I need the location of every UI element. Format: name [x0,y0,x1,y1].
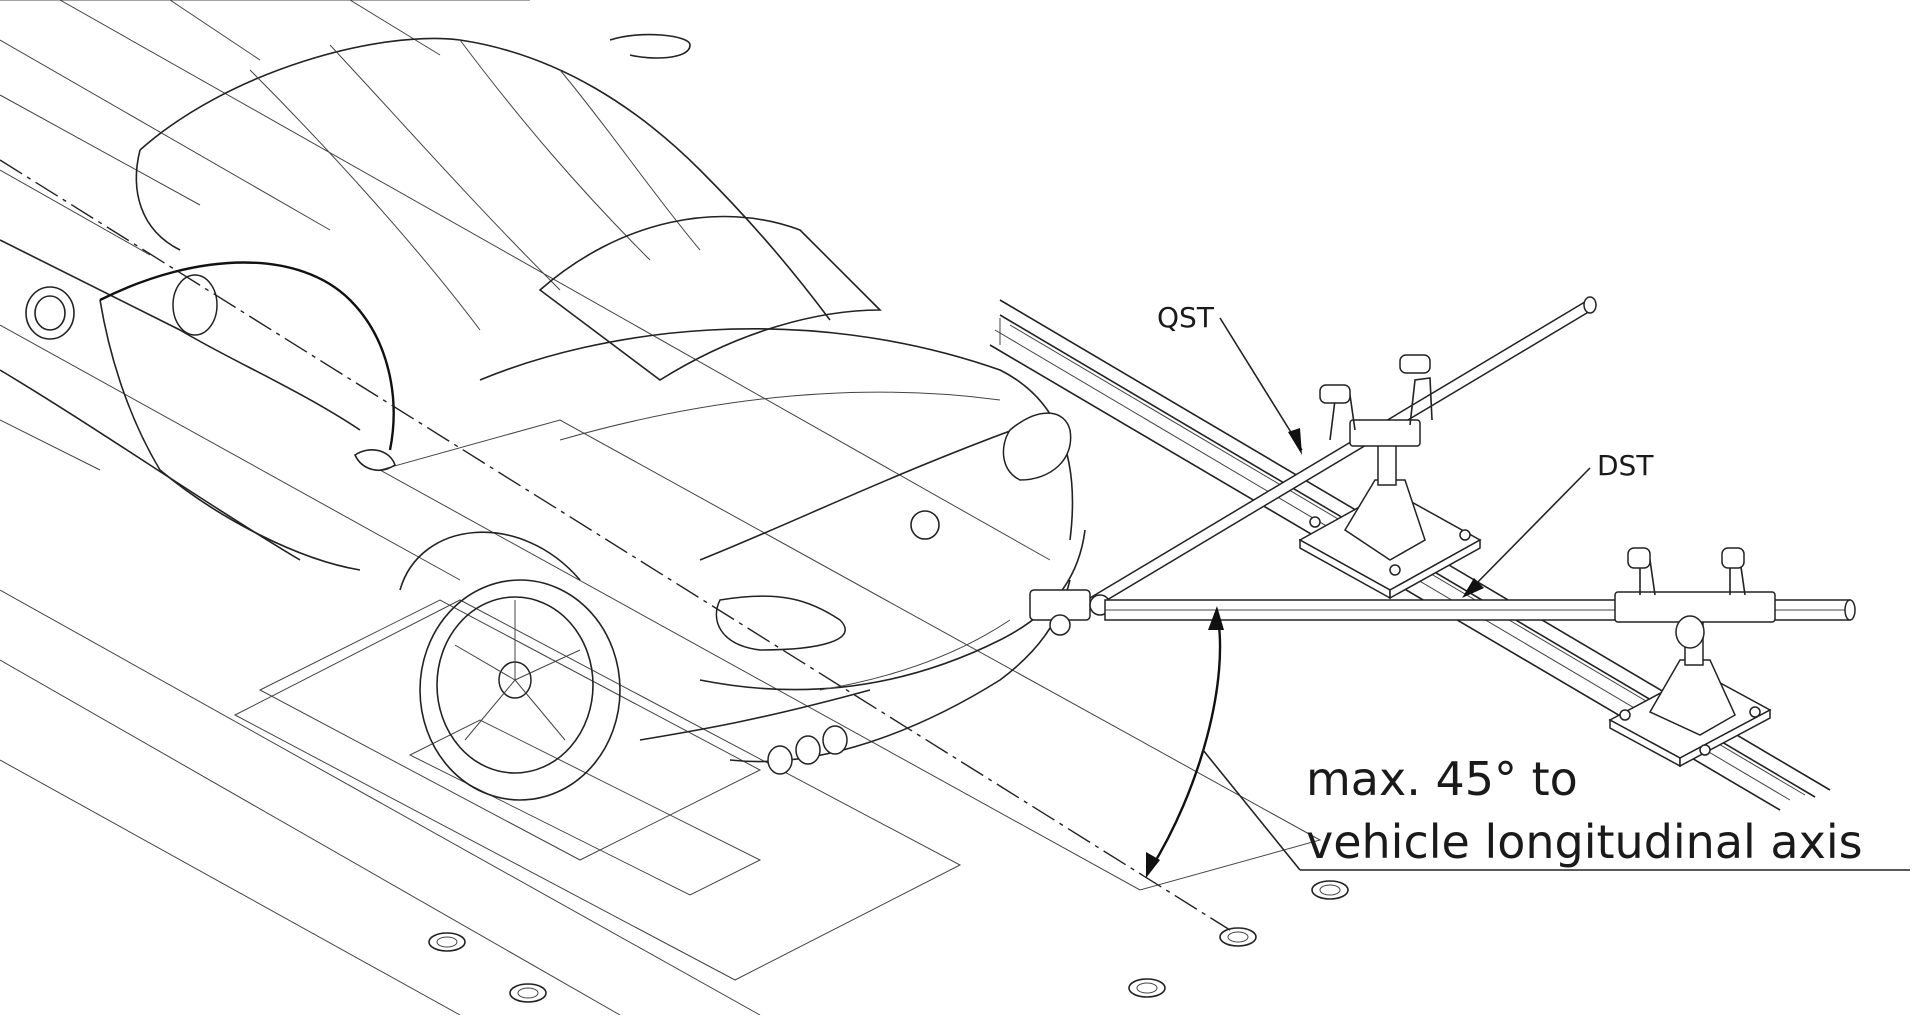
vehicle-axis [0,159,1231,931]
angle-note-line1: max. 45° to [1306,752,1578,806]
floor-anchors [25,286,1349,1003]
leader-lines [1146,317,1910,878]
vehicle [0,33,1086,801]
angle-note-line2: vehicle longitudinal axis [1306,815,1863,869]
stand-qst [1298,354,1482,600]
floor-platform [0,0,1322,1016]
qst-bar [1029,296,1597,636]
stand-dst [1608,547,1776,768]
label-qst: QST [1157,301,1215,334]
label-dst: DST [1597,449,1654,482]
